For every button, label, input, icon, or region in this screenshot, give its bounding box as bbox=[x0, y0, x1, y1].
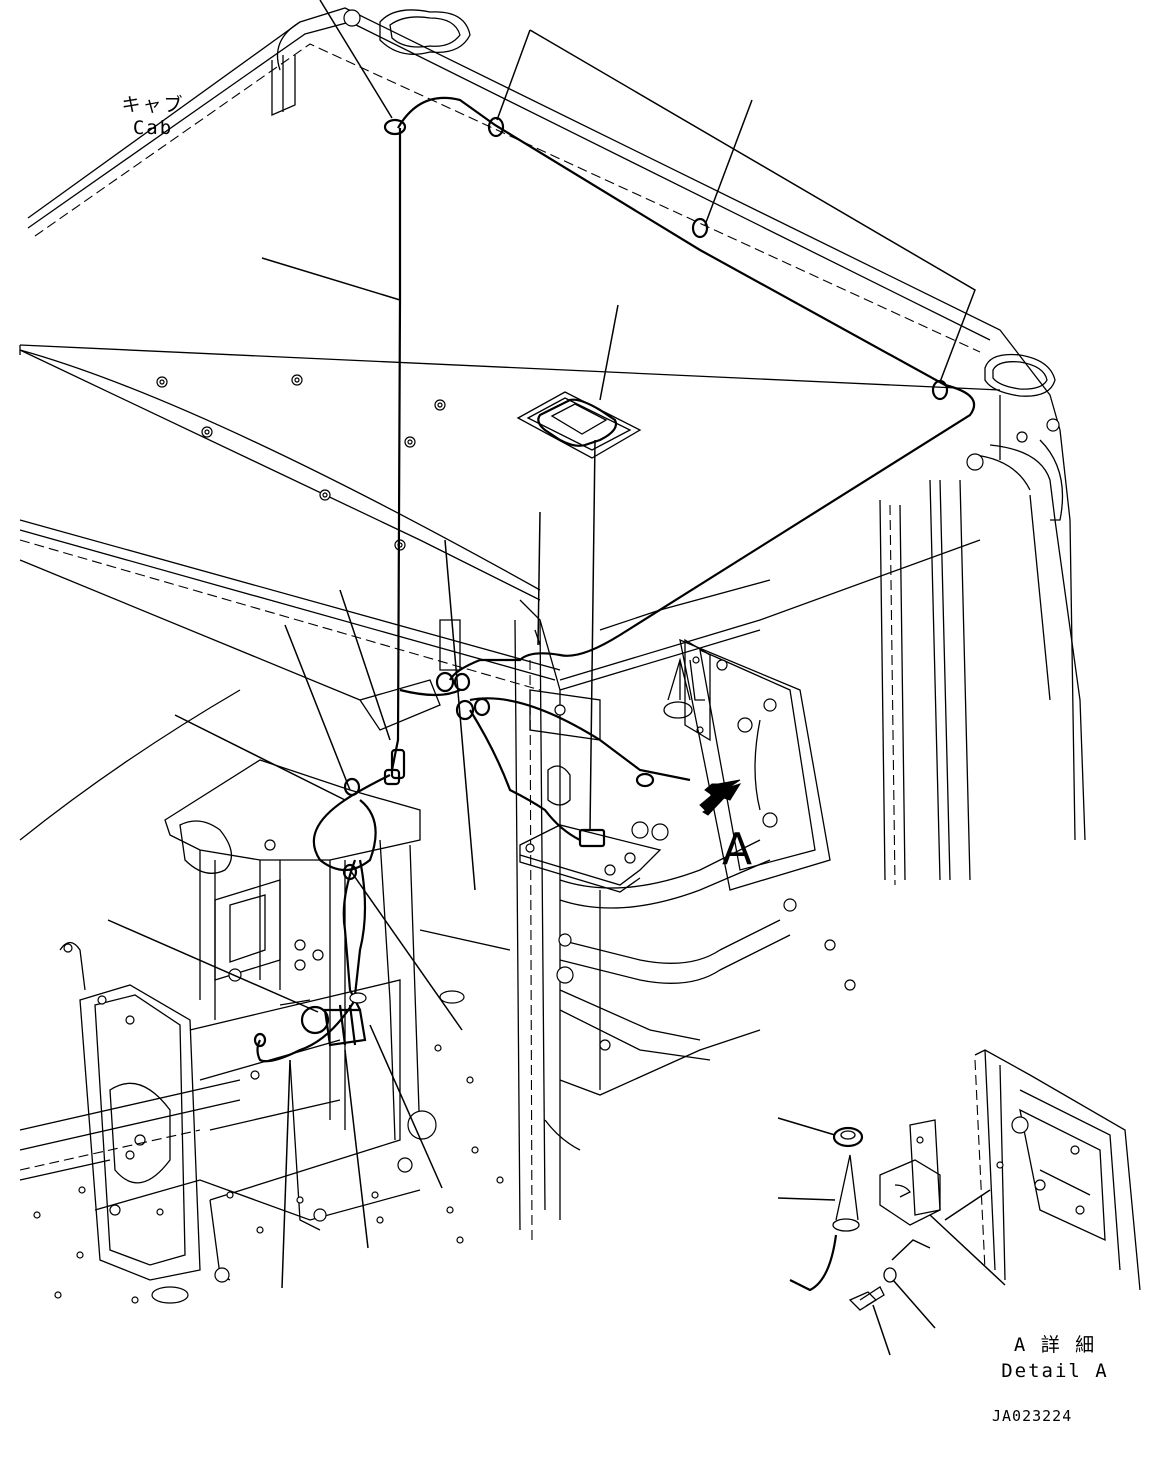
cab-label-en: Cab bbox=[132, 117, 174, 139]
cab-floor bbox=[19, 929, 511, 1304]
detail-a-label-jp: A 詳 細 bbox=[1013, 1334, 1097, 1356]
cab-label-jp: キャブ bbox=[121, 94, 185, 116]
cab-roof-frame bbox=[19, 7, 1086, 841]
detail-a-label-en: Detail A bbox=[1001, 1360, 1109, 1382]
antenna-harness bbox=[256, 96, 976, 1063]
view-a-marker: A bbox=[722, 824, 753, 875]
detail-a-view bbox=[789, 1049, 1141, 1311]
drawing-code: JA023224 bbox=[992, 1407, 1073, 1425]
roof-antenna bbox=[663, 638, 711, 742]
roof-lamp bbox=[516, 391, 642, 459]
cab-structure bbox=[19, 479, 981, 1241]
view-direction-arrow-icon bbox=[699, 779, 742, 816]
leader-lines bbox=[107, 0, 1006, 1356]
console-stand bbox=[59, 759, 421, 1283]
roof-mounting-holes bbox=[156, 374, 446, 551]
